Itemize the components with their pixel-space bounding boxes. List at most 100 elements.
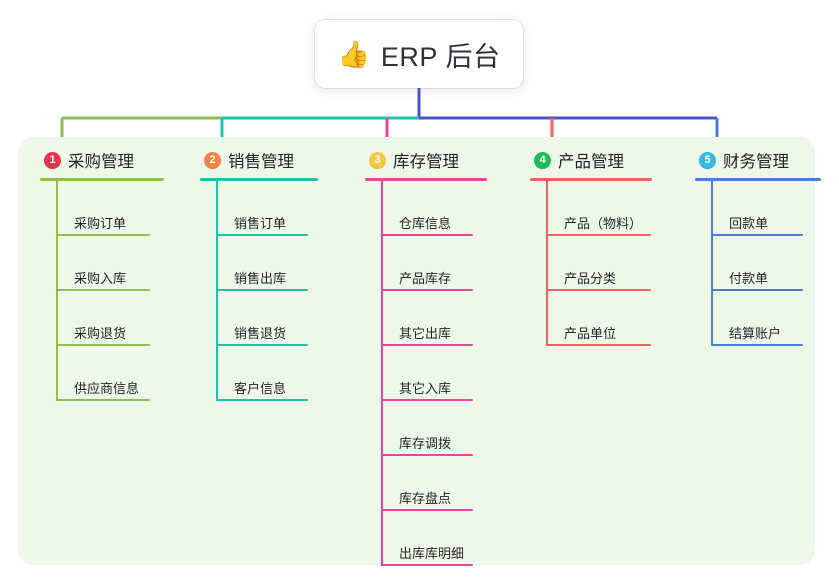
branch-item[interactable]: 采购入库 [56, 236, 164, 291]
branch-item[interactable]: 销售出库 [216, 236, 318, 291]
branch-item-list: 采购订单采购入库采购退货供应商信息 [40, 181, 164, 401]
branch-item[interactable]: 库存盘点 [381, 456, 487, 511]
branch-item[interactable]: 其它入库 [381, 346, 487, 401]
branch-badge-3: 3 [369, 151, 386, 169]
branch-item[interactable]: 采购退货 [56, 291, 164, 346]
branch-item-underline [56, 234, 150, 236]
branch-item-underline [56, 344, 150, 346]
branch-title: 销售管理 [228, 153, 294, 171]
branch-item-underline [216, 344, 308, 346]
branch-item-label: 库存盘点 [399, 491, 452, 506]
branch-badge-2: 2 [204, 151, 221, 169]
branch-title: 产品管理 [558, 153, 624, 171]
branch-badge-5: 5 [699, 151, 716, 169]
branch-item[interactable]: 供应商信息 [56, 346, 164, 401]
branch-item[interactable]: 销售订单 [216, 181, 318, 236]
branch-item-label: 采购入库 [74, 271, 127, 286]
branch-item-underline [546, 289, 651, 291]
branch-item-underline [711, 234, 803, 236]
branch-item[interactable]: 客户信息 [216, 346, 318, 401]
branch-item-underline [381, 234, 473, 236]
branch-item-underline [711, 289, 803, 291]
branch-item[interactable]: 其它出库 [381, 291, 487, 346]
branch-item-label: 销售退货 [234, 326, 287, 341]
branch-spine [216, 181, 218, 401]
branch-item-label: 库存调拨 [399, 436, 452, 451]
branch-underline [695, 178, 821, 181]
branch-item-label: 产品（物料） [564, 216, 643, 231]
branch-header-2[interactable]: 2 销售管理 [200, 147, 318, 173]
branch-item-underline [546, 234, 651, 236]
branch-item-label: 采购订单 [74, 216, 127, 231]
branch-item-underline [711, 344, 803, 346]
branch-item-list: 仓库信息产品库存其它出库其它入库库存调拨库存盘点出库库明细 [365, 181, 487, 566]
branch-underline [530, 178, 652, 181]
branch-item[interactable]: 产品单位 [546, 291, 652, 346]
branch-item-underline [546, 344, 651, 346]
branch-item-list: 产品（物料） 产品分类产品单位 [530, 181, 652, 346]
branch-item-label: 其它出库 [399, 326, 452, 341]
branch-spine [381, 181, 383, 566]
branch-spine [546, 181, 548, 346]
branch-underline [40, 178, 164, 181]
branch-item[interactable]: 回款单 [711, 181, 821, 236]
branch-item-list: 回款单付款单结算账户 [695, 181, 821, 346]
branch-item[interactable]: 产品库存 [381, 236, 487, 291]
branch-item[interactable]: 结算账户 [711, 291, 821, 346]
branch-column-5: 5 财务管理回款单付款单结算账户 [695, 147, 821, 346]
branch-badge-1: 1 [44, 151, 61, 169]
branch-item-label: 仓库信息 [399, 216, 452, 231]
branch-item[interactable]: 销售退货 [216, 291, 318, 346]
branch-item[interactable]: 产品（物料） [546, 181, 652, 236]
branch-badge-4: 4 [534, 151, 551, 169]
branch-item[interactable]: 仓库信息 [381, 181, 487, 236]
branch-item-underline [381, 454, 473, 456]
branch-item[interactable]: 库存调拨 [381, 401, 487, 456]
branch-item-list: 销售订单销售出库销售退货客户信息 [200, 181, 318, 401]
branch-item-underline [56, 289, 150, 291]
branch-item-label: 结算账户 [729, 326, 782, 341]
branch-item[interactable]: 出库库明细 [381, 511, 487, 566]
branch-item-label: 产品库存 [399, 271, 452, 286]
branch-item-label: 采购退货 [74, 326, 127, 341]
branch-item-underline [216, 289, 308, 291]
branch-item-label: 出库库明细 [399, 546, 465, 561]
branch-item-label: 付款单 [729, 271, 769, 286]
branch-item-underline [216, 234, 308, 236]
branch-header-4[interactable]: 4 产品管理 [530, 147, 652, 173]
branch-item-label: 供应商信息 [74, 381, 140, 396]
branch-spine [56, 181, 58, 401]
branch-item-label: 产品单位 [564, 326, 617, 341]
branch-column-3: 3 库存管理仓库信息产品库存其它出库其它入库库存调拨库存盘点出库库明细 [365, 147, 487, 566]
branch-item-underline [56, 399, 150, 401]
branch-header-5[interactable]: 5 财务管理 [695, 147, 821, 173]
branch-header-3[interactable]: 3 库存管理 [365, 147, 487, 173]
branch-title: 财务管理 [723, 153, 789, 171]
branch-item-underline [381, 289, 473, 291]
branch-item-label: 销售出库 [234, 271, 287, 286]
branch-item-label: 销售订单 [234, 216, 287, 231]
page-title: ERP 后台 [380, 41, 501, 72]
branch-item-label: 客户信息 [234, 381, 287, 396]
branch-title: 库存管理 [393, 153, 459, 171]
branch-item-label: 产品分类 [564, 271, 617, 286]
branch-item-underline [381, 509, 473, 511]
branch-underline [200, 178, 318, 181]
branch-item-underline [381, 399, 473, 401]
branch-item-underline [381, 564, 473, 566]
branch-underline [365, 178, 487, 181]
branch-column-4: 4 产品管理产品（物料） 产品分类产品单位 [530, 147, 652, 346]
branch-column-2: 2 销售管理销售订单销售出库销售退货客户信息 [200, 147, 318, 401]
branch-item-label: 其它入库 [399, 381, 452, 396]
root-title-card[interactable]: 👍 ERP 后台 [315, 20, 523, 88]
branch-item-label: 回款单 [729, 216, 769, 231]
thumbs-up-icon: 👍 [337, 39, 370, 69]
branch-item[interactable]: 产品分类 [546, 236, 652, 291]
branch-item[interactable]: 采购订单 [56, 181, 164, 236]
branch-item[interactable]: 付款单 [711, 236, 821, 291]
branch-item-underline [216, 399, 308, 401]
